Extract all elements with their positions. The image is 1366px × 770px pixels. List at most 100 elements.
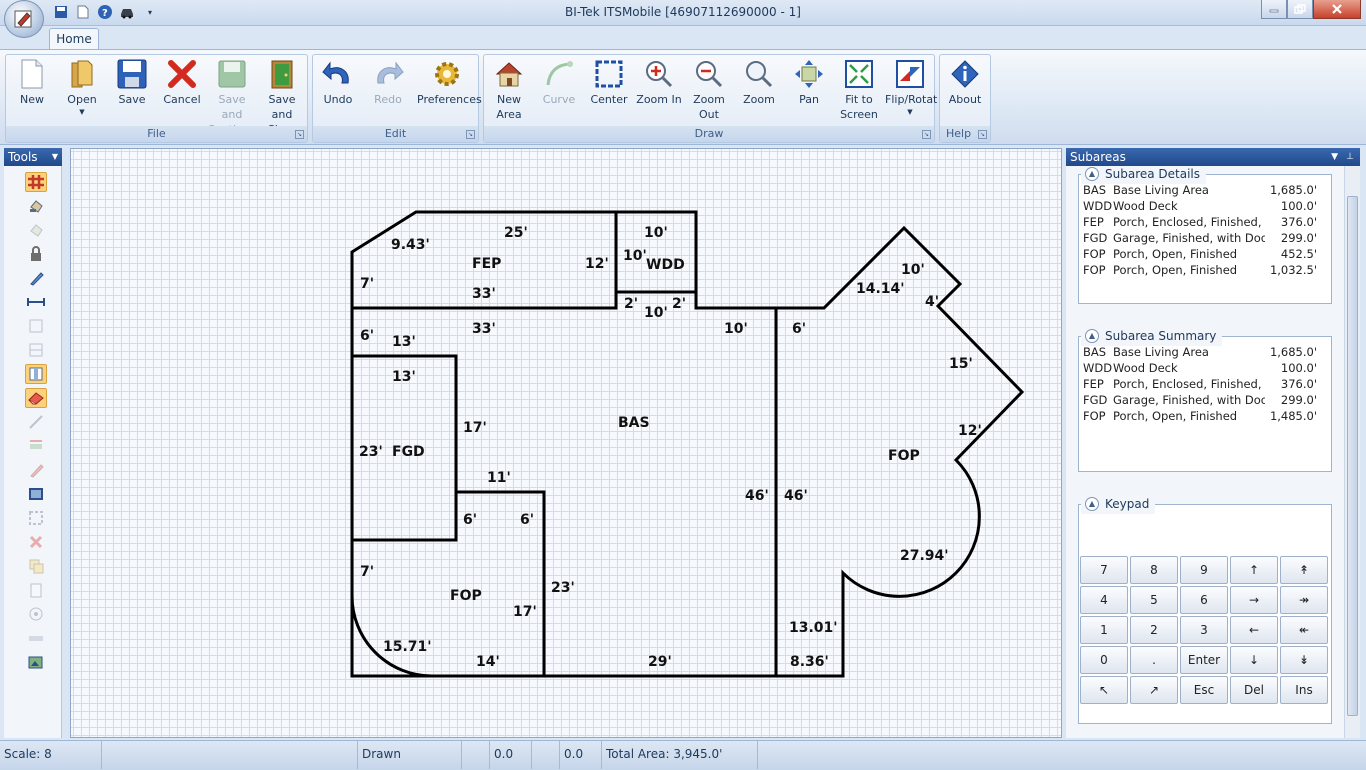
save-and-close-button[interactable]: Save and Close [257, 57, 307, 137]
copy-tool[interactable] [25, 220, 47, 240]
frame-tool[interactable] [25, 508, 47, 528]
rectangle-tool[interactable] [25, 364, 47, 384]
keypad-key[interactable]: ↑ [1230, 556, 1278, 584]
collapse-icon[interactable]: ▲ [1085, 497, 1099, 511]
lock-tool[interactable] [25, 244, 47, 264]
save-and-continue-button[interactable]: Save and Continue [207, 57, 257, 137]
keypad-key[interactable]: 4 [1080, 586, 1128, 614]
keypad-key[interactable]: Esc [1180, 676, 1228, 704]
fop-left-arc[interactable] [350, 595, 433, 678]
keypad-key[interactable]: 9 [1180, 556, 1228, 584]
pan-button[interactable]: Pan [784, 57, 834, 107]
open-dropdown-icon[interactable]: ▼ [79, 108, 85, 116]
quick-new-icon[interactable] [74, 3, 92, 21]
bar-tool[interactable] [25, 628, 47, 648]
qat-customize-icon[interactable]: ▾ [147, 7, 152, 17]
keypad-key[interactable]: 6 [1180, 586, 1228, 614]
file-group-launcher-icon[interactable]: ↘ [295, 130, 304, 139]
save-button[interactable]: Save [107, 57, 157, 107]
pin-icon[interactable]: ⊥ [1346, 152, 1354, 162]
photo-tool[interactable] [25, 652, 47, 672]
center-button[interactable]: Center [584, 57, 634, 107]
sketch-canvas[interactable]: FEP WDD BAS FGD FOP FOP 9.43' 25' 12' 7'… [70, 148, 1062, 738]
flip-rotate-dropdown-icon[interactable]: ▼ [907, 108, 913, 116]
tools-dropdown-icon[interactable]: ▼ [51, 152, 58, 161]
keypad-key[interactable]: ↞ [1280, 616, 1328, 644]
keypad-key[interactable]: ↟ [1280, 556, 1328, 584]
image-tool[interactable] [25, 484, 47, 504]
cancel-button[interactable]: Cancel [157, 57, 207, 107]
new-button[interactable]: New [7, 57, 57, 107]
eraser-tool[interactable] [25, 388, 47, 408]
keypad-key[interactable]: Del [1230, 676, 1278, 704]
tools-panel-header[interactable]: Tools ▼ [4, 148, 62, 166]
fgd-outline[interactable] [352, 354, 458, 542]
keypad-key[interactable]: Ins [1280, 676, 1328, 704]
quick-help-icon[interactable]: ? [96, 3, 114, 21]
hand-tool[interactable] [25, 196, 47, 216]
fop-right-outline[interactable] [776, 225, 1025, 678]
subareas-panel-header[interactable]: Subareas ▼ ⊥ [1066, 148, 1360, 166]
new-area-button[interactable]: New Area [484, 57, 534, 122]
close-button[interactable] [1313, 0, 1361, 19]
floor-plan-sketch[interactable]: FEP WDD BAS FGD FOP FOP 9.43' 25' 12' 7'… [71, 149, 1061, 737]
quick-save-icon[interactable] [52, 3, 70, 21]
redo-button[interactable]: Redo [363, 57, 413, 107]
keypad-key[interactable]: ↡ [1280, 646, 1328, 674]
curve-button[interactable]: Curve [534, 57, 584, 107]
copy-area-tool[interactable] [25, 556, 47, 576]
paste-tool[interactable] [25, 580, 47, 600]
zoom-button[interactable]: Zoom [734, 57, 784, 107]
zoom-out-button[interactable]: Zoom Out [684, 57, 734, 122]
keypad-key[interactable]: ↖ [1080, 676, 1128, 704]
help-group-launcher-icon[interactable]: ↘ [978, 130, 987, 139]
delete-tool[interactable] [25, 532, 47, 552]
fep-outline[interactable] [350, 210, 618, 310]
about-button[interactable]: About [940, 57, 990, 107]
draw-group-launcher-icon[interactable]: ↘ [922, 130, 931, 139]
minimize-button[interactable] [1261, 0, 1287, 19]
keypad-key[interactable]: ← [1230, 616, 1278, 644]
keypad-key[interactable]: → [1230, 586, 1278, 614]
keypad-key[interactable]: 0 [1080, 646, 1128, 674]
pen-tool[interactable] [25, 268, 47, 288]
line-tool[interactable] [25, 412, 47, 432]
keypad-key[interactable]: 5 [1130, 586, 1178, 614]
fop-left-outline[interactable] [456, 490, 546, 676]
collapse-icon[interactable]: ▲ [1085, 329, 1099, 343]
preferences-button[interactable]: Preferences [417, 57, 482, 107]
keypad-key[interactable]: 8 [1130, 556, 1178, 584]
subarea-details-header[interactable]: ▲ Subarea Details [1081, 166, 1207, 184]
target-tool[interactable] [25, 604, 47, 624]
bas-outline[interactable] [350, 292, 778, 678]
quick-car-icon[interactable] [118, 3, 136, 21]
keypad-key[interactable]: 1 [1080, 616, 1128, 644]
square-2-tool[interactable] [25, 340, 47, 360]
subareas-scrollbar[interactable] [1344, 166, 1360, 738]
keypad-key[interactable]: . [1130, 646, 1178, 674]
scrollbar-thumb[interactable] [1347, 196, 1358, 716]
edit-group-launcher-icon[interactable]: ↘ [466, 130, 475, 139]
collapse-icon[interactable]: ▲ [1085, 167, 1099, 181]
square-tool[interactable] [25, 316, 47, 336]
undo-button[interactable]: Undo [313, 57, 363, 107]
move-line-tool[interactable] [25, 436, 47, 456]
open-button[interactable]: Open ▼ [57, 57, 107, 117]
subareas-dropdown-icon[interactable]: ▼ [1331, 152, 1338, 162]
zoom-in-button[interactable]: Zoom In [634, 57, 684, 107]
grid-tool[interactable] [25, 172, 47, 192]
wdd-outline[interactable] [616, 210, 698, 294]
keypad-header[interactable]: ▲ Keypad [1081, 494, 1156, 514]
flip-rotate-button[interactable]: Flip/Rotat ▼ [885, 57, 937, 117]
keypad-key[interactable]: Enter [1180, 646, 1228, 674]
keypad-key[interactable]: ↗ [1130, 676, 1178, 704]
